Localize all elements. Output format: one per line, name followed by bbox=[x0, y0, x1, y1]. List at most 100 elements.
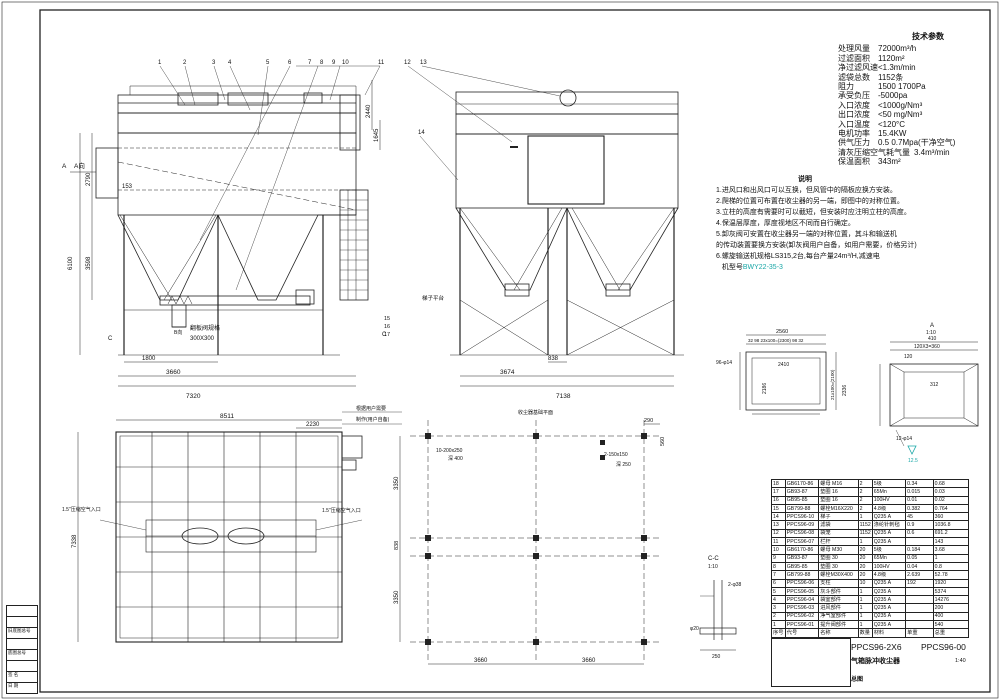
bom-cell: 5级 bbox=[871, 545, 907, 555]
notes: 说明 1.进风口和出风口可以互换，但风管中的隔板应换方安装。 2.爬梯的位置可布… bbox=[716, 174, 917, 273]
bom-cell: 9 bbox=[771, 553, 786, 563]
bom-cell: 4.8级 bbox=[871, 503, 907, 514]
cc-scale: 1:10 bbox=[708, 564, 718, 570]
bom-cell: 200 bbox=[932, 603, 970, 613]
detail-title: A bbox=[930, 323, 934, 329]
section-cc-label: C-C bbox=[708, 556, 719, 562]
anchor-hole1b: 深 400 bbox=[448, 455, 463, 462]
bom-cell: 2 bbox=[771, 611, 786, 622]
callout-2: 2 bbox=[183, 60, 187, 66]
flange-vrow: 21x100=(2100) bbox=[830, 369, 835, 400]
bom-cell: GB6170-86 bbox=[784, 478, 820, 489]
bom-cell: Q235 A bbox=[871, 537, 907, 547]
bom-cell: 4 bbox=[771, 595, 786, 605]
tech-params-heading: 技术参数 bbox=[912, 32, 944, 41]
callout-15: 15 bbox=[384, 316, 390, 322]
legend-cell bbox=[6, 660, 38, 671]
bom-cell: Q235 A bbox=[871, 578, 907, 588]
a-detail bbox=[879, 341, 979, 455]
cc-section bbox=[699, 580, 737, 651]
bom-cell: PPCS96-06 bbox=[784, 578, 820, 588]
callout-12: 12 bbox=[404, 60, 411, 66]
detail-scale: 1:10 bbox=[926, 330, 936, 336]
bom-cell: 20 bbox=[857, 561, 873, 572]
bom-cell: 45 bbox=[905, 512, 934, 522]
legend-cell: 底图总号 bbox=[6, 649, 38, 660]
c-left-label: C bbox=[108, 336, 113, 342]
flange-h2: 2186 bbox=[762, 383, 768, 394]
flange-h: 2336 bbox=[842, 385, 848, 396]
bom-cell: 净气室部件 bbox=[818, 611, 859, 622]
bom-cell: 540 bbox=[932, 620, 970, 630]
bom-cell: 0.04 bbox=[905, 561, 934, 572]
front-h2-dim: 2790 bbox=[86, 172, 92, 186]
bom-cell: 0.34 bbox=[905, 478, 934, 489]
bom-cell: Q235 A bbox=[871, 595, 907, 605]
bom-cell: 2 bbox=[857, 478, 873, 489]
bom-cell: GB799-88 bbox=[784, 503, 820, 514]
anchor-838: 838 bbox=[394, 541, 400, 550]
legend-cell: 签 名 bbox=[6, 671, 38, 682]
bom-cell: 0.9 bbox=[905, 520, 934, 530]
tech-row: 承受负压-5000pa bbox=[838, 91, 908, 101]
flange-detail bbox=[739, 334, 837, 415]
flange-row: 32 98 23x100=(2300) 98 32 bbox=[748, 338, 804, 343]
plan-view bbox=[77, 411, 402, 643]
bom-cell: 螺栓M30X400 bbox=[818, 570, 859, 580]
side-legend: 旧底图总号 底图总号 签 名 日 期 bbox=[6, 605, 38, 694]
bom-cell: Q235 A bbox=[871, 611, 907, 622]
drawing-number: PPCS96-00 bbox=[921, 642, 966, 652]
tech-row: 出口浓度<50 mg/Nm³ bbox=[838, 110, 923, 120]
bom-cell: 0.8 bbox=[932, 561, 970, 572]
tech-row: 入口浓度<1000g/Nm³ bbox=[838, 100, 923, 110]
bom-cell: 100HV bbox=[871, 495, 907, 505]
side-a-dim: 3674 bbox=[500, 369, 515, 376]
front-h-dim: 6100 bbox=[68, 256, 74, 270]
bom-cell: 13 bbox=[771, 520, 786, 530]
bom-cell: 1 bbox=[857, 586, 873, 597]
note-item: 1.进风口和出风口可以互换，但风管中的隔板应换方安装。 bbox=[716, 187, 897, 194]
bom-cell: 360 bbox=[932, 512, 970, 522]
bom-cell: 15 bbox=[771, 503, 786, 514]
bom-cell: 梯子 bbox=[818, 512, 859, 522]
bom-cell: 0.184 bbox=[905, 545, 934, 555]
detail-120x3: 120X3=360 bbox=[914, 344, 940, 350]
bom-cell: PPCS96-09 bbox=[784, 520, 820, 530]
bom-cell: Q235 A bbox=[871, 512, 907, 522]
bom-cell: 栏杆 bbox=[818, 537, 859, 547]
bom-cell: 1036.8 bbox=[932, 520, 970, 530]
motor-model: BWY22-35-3 bbox=[742, 264, 783, 271]
bom-cell: GB93-87 bbox=[784, 553, 820, 563]
anchor-hole2: 2-150x150 bbox=[604, 452, 628, 458]
bom-cell: 8 bbox=[771, 561, 786, 572]
front-elevation bbox=[70, 65, 381, 387]
bom-cell: 序号 bbox=[771, 628, 786, 638]
front-a-dim: 3660 bbox=[166, 369, 181, 376]
bom-cell: 垫圈 16 bbox=[818, 495, 859, 505]
bom-cell bbox=[905, 595, 934, 605]
side-total-dim: 7138 bbox=[556, 393, 571, 400]
bom-cell: 5 bbox=[771, 586, 786, 597]
callout-17: 17 bbox=[384, 332, 390, 338]
bom-cell: 0.68 bbox=[932, 478, 970, 489]
front-total-dim: 7320 bbox=[186, 393, 201, 400]
bom-row: 序号代号名称数量材料单重总重 bbox=[771, 628, 970, 638]
bom-cell: 17 bbox=[771, 487, 786, 497]
bom-cell: 0.05 bbox=[905, 553, 934, 563]
bom-cell: 0.02 bbox=[932, 495, 970, 505]
detail-120: 120 bbox=[904, 354, 913, 360]
anchor-3350a: 3350 bbox=[394, 476, 400, 490]
bom-cell: 14 bbox=[771, 512, 786, 522]
detail-12: 12.5 bbox=[908, 458, 918, 464]
